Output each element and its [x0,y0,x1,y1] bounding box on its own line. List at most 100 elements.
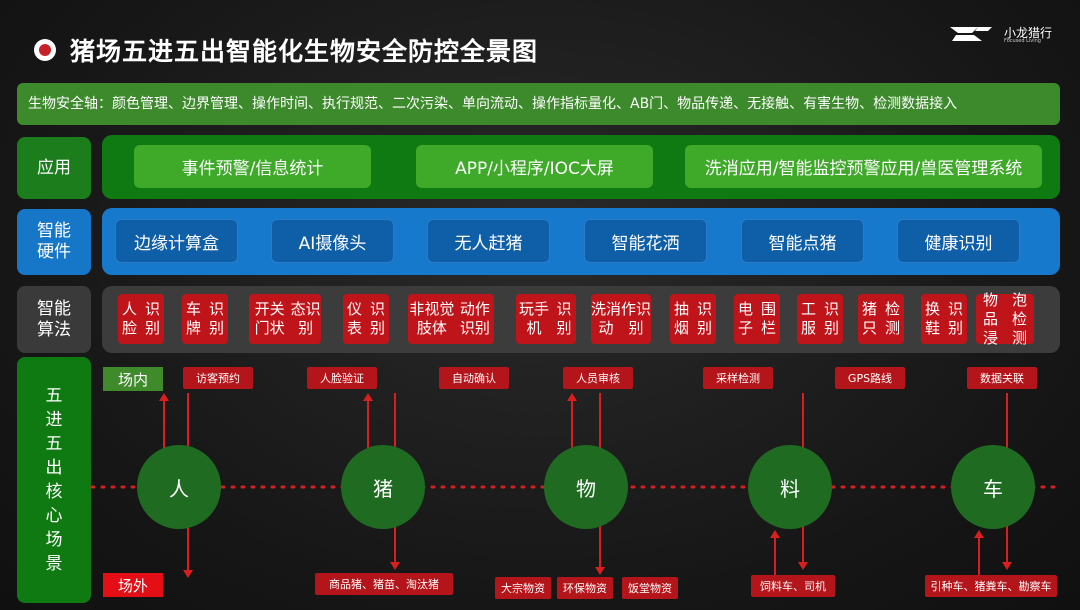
bottom-tag-eco-goods: 环保物资 [557,577,613,599]
top-tag-staff-review: 人员审核 [563,367,633,389]
flow-arrowhead [595,567,605,575]
hw-item-pig-counting[interactable]: 智能点猪 [741,219,864,263]
algorithm-label-line2: 算法 [37,319,71,340]
brand-logo: 小龙猎行 Focused Living [948,22,1060,46]
bottom-tag-pigs: 商品猪、猪苗、淘汰猪 [315,573,453,595]
scene-label-char: 景 [45,554,63,574]
algo-item-line: 识别 [208,300,224,337]
bottom-tag-canteen-goods: 饭堂物资 [622,577,678,599]
node-person[interactable]: 人 [137,445,221,529]
logo-mark-icon [950,27,992,41]
top-tag-sampling: 采样检测 [703,367,773,389]
biosecurity-axis-banner: 生物安全轴：颜色管理、边界管理、操作时间、执行规范、二次污染、单向流动、操作指标… [17,83,1060,125]
algo-item-pig-detect[interactable]: 猪只检测 [858,294,904,344]
scene-label-char: 心 [45,506,63,526]
hardware-row-label: 智能 硬件 [17,209,91,275]
algo-item-line: 仪表 [346,300,362,337]
scene-label-char: 场 [45,530,63,550]
algo-item-line: 围栏 [760,300,776,337]
algo-item-uniform[interactable]: 工服识别 [797,294,843,344]
algo-item-line: 猪只 [861,300,877,337]
bottom-tag-feed-truck: 饲料车、司机 [751,575,835,597]
algo-item-line: 工服 [800,300,816,337]
flow-arrowhead [567,393,577,401]
algo-item-line: 洗消动 [591,300,622,337]
algo-item-disinfect-action[interactable]: 洗消动作识别 [591,294,651,344]
flow-arrowhead [974,530,984,538]
application-label-text: 应用 [37,157,71,178]
algo-item-line: 车牌 [185,300,201,337]
algo-item-smoking[interactable]: 抽烟识别 [670,294,716,344]
algo-item-line: 抽烟 [673,300,689,337]
flow-arrowhead [798,562,808,570]
algo-item-line: 检测 [884,300,900,337]
flow-arrowhead [363,393,373,401]
algo-item-line: 识别 [369,300,385,337]
algo-item-line: 开关门状 [254,300,285,337]
algo-item-line: 电子 [737,300,753,337]
flow-arrowhead [770,530,780,538]
app-item-disinfection-system[interactable]: 洗消应用/智能监控预警应用/兽医管理系统 [685,145,1042,188]
hardware-label-line2: 硬件 [37,242,71,262]
algo-item-e-fence[interactable]: 电子围栏 [734,294,780,344]
logo-text: 小龙猎行 [1004,26,1053,40]
node-feed[interactable]: 料 [748,445,832,529]
top-tag-auto-confirm: 自动确认 [439,367,509,389]
scene-label-char: 核 [45,482,63,502]
top-tag-face-verify: 人脸验证 [307,367,377,389]
node-goods[interactable]: 物 [544,445,628,529]
hw-item-edge-box[interactable]: 边缘计算盒 [115,219,238,263]
scene-label-char: 五 [45,386,63,406]
logo-subtext: Focused Living [1004,38,1041,44]
algo-item-line: 态识别 [290,300,321,337]
algo-item-line: 泡检测 [1011,290,1027,347]
algo-item-line: 识别 [696,300,712,337]
algo-item-line: 动作识别 [459,300,490,337]
application-row-label: 应用 [17,137,91,199]
algo-item-line: 识别 [947,300,963,337]
algo-item-line: 识别 [556,300,572,337]
scenes-row-label: 五进五出核心场景 [17,357,91,603]
algo-item-line: 人脸 [121,300,137,337]
hw-item-health-recognition[interactable]: 健康识别 [897,219,1020,263]
app-item-event-alert[interactable]: 事件预警/信息统计 [134,145,371,188]
algo-item-line: 非视觉肢体 [409,300,455,337]
algo-item-line: 物品浸 [982,290,998,347]
outside-farm-tag: 场外 [103,573,163,597]
flow-arrowhead [390,562,400,570]
inside-farm-tag: 场内 [103,367,163,391]
page-title: 猪场五进五出智能化生物安全防控全景图 [70,37,539,66]
algo-item-face[interactable]: 人脸识别 [118,294,164,344]
node-pig[interactable]: 猪 [341,445,425,529]
title-bullet-icon [34,39,56,61]
algo-item-door-state[interactable]: 开关门状态识别 [249,294,321,344]
top-tag-visitor-booking: 访客预约 [183,367,253,389]
hw-item-pig-driving[interactable]: 无人赶猪 [427,219,550,263]
algo-item-shoe-change[interactable]: 换鞋识别 [921,294,967,344]
app-item-app-ioc[interactable]: APP/小程序/IOC大屏 [416,145,653,188]
node-vehicle[interactable]: 车 [951,445,1035,529]
hw-item-ai-camera[interactable]: AI摄像头 [271,219,394,263]
scene-label-char: 出 [45,458,63,478]
scene-label-char: 五 [45,434,63,454]
algo-item-soak-detect[interactable]: 物品浸泡检测 [976,291,1034,347]
top-tag-gps-route: GPS路线 [835,367,905,389]
algo-item-plate[interactable]: 车牌识别 [182,294,228,344]
algo-item-line: 换鞋 [924,300,940,337]
algo-item-line: 识别 [823,300,839,337]
hardware-label-line1: 智能 [37,221,71,241]
algorithm-label-line1: 智能 [37,298,71,319]
algo-item-line: 玩手机 [518,300,549,337]
bottom-tag-vehicles: 引种车、猪粪车、勘察车 [925,575,1057,597]
hw-item-smart-shower[interactable]: 智能花洒 [584,219,707,263]
flow-arrowhead [1002,562,1012,570]
flow-arrowhead [159,393,169,401]
algo-item-line: 识别 [144,300,160,337]
algo-item-phone[interactable]: 玩手机识别 [516,294,576,344]
algo-item-line: 作识别 [621,300,652,337]
top-tag-data-link: 数据关联 [967,367,1037,389]
algorithm-row-label: 智能 算法 [17,286,91,353]
scene-label-char: 进 [45,410,63,430]
algo-item-body-action[interactable]: 非视觉肢体动作识别 [408,294,494,344]
algo-item-meter[interactable]: 仪表识别 [343,294,389,344]
